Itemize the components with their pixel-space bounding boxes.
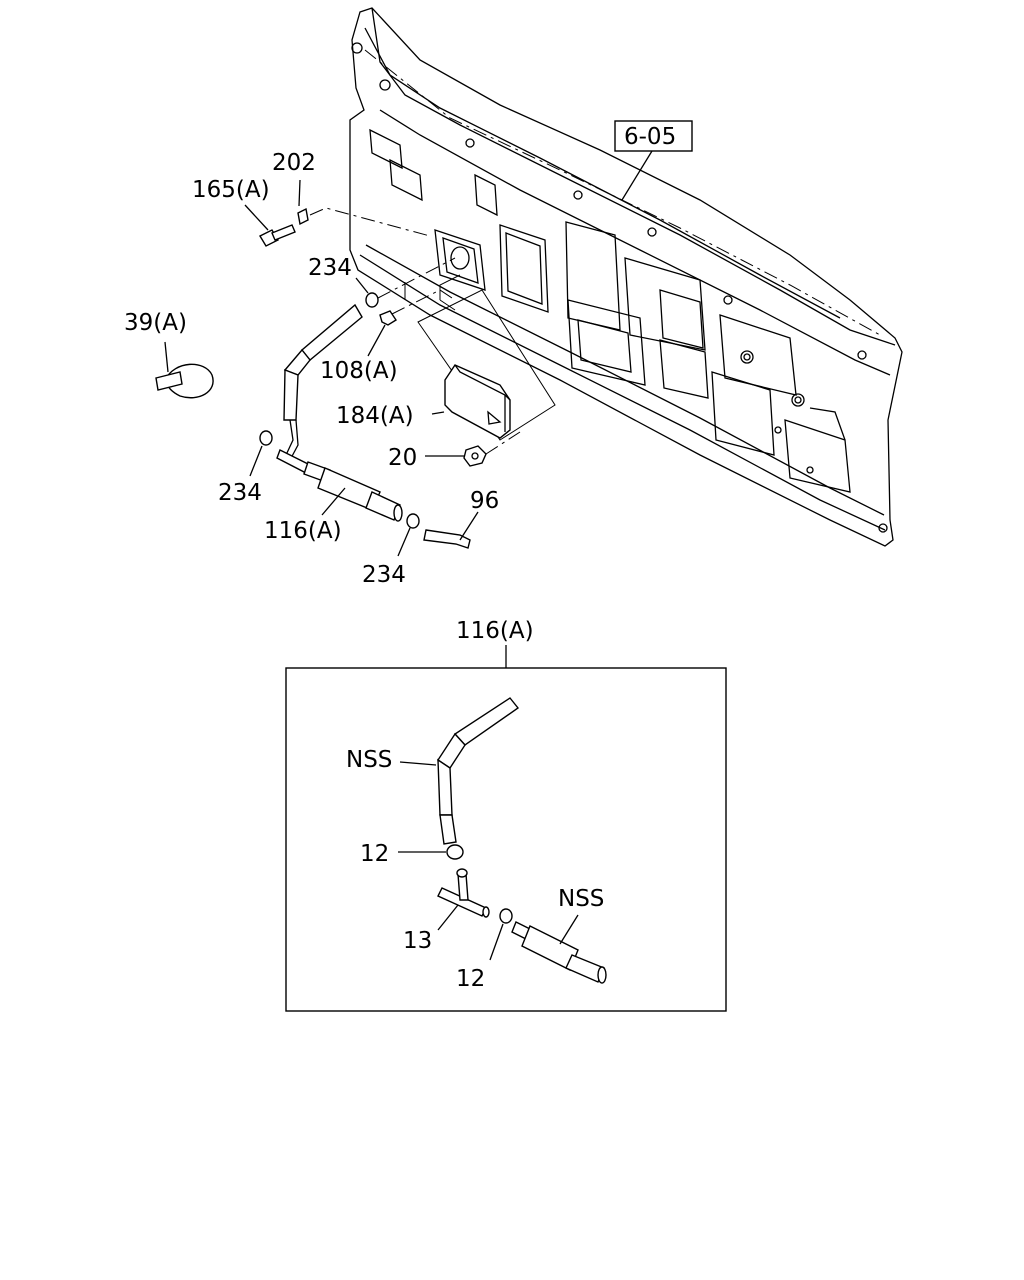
- label-234-top: 234: [308, 255, 352, 281]
- detail-label-12-bottom: 12: [456, 966, 485, 992]
- ref-box-leader: [621, 150, 653, 201]
- detail-box: [285, 667, 727, 1012]
- clamp-234-bottom: [397, 513, 420, 557]
- detail-label-13: 13: [403, 928, 432, 954]
- label-108a: 108(A): [320, 358, 398, 384]
- detail-nss-pipe: [511, 914, 607, 984]
- detail-clamp-12-top: [398, 844, 464, 860]
- heater-hose: [283, 303, 363, 461]
- detail-label-12-top: 12: [360, 841, 389, 867]
- label-234-bottom: 234: [362, 562, 406, 588]
- bracket-184a: [417, 274, 556, 441]
- ref-box-frame: [614, 120, 693, 152]
- label-20: 20: [388, 445, 417, 471]
- detail-nss-hose: [399, 697, 520, 845]
- label-184a: 184(A): [336, 403, 414, 429]
- washer-202: [297, 179, 431, 237]
- dash-panel: [349, 7, 903, 547]
- label-116a-top: 116(A): [264, 518, 342, 544]
- detail-title: 116(A): [456, 618, 534, 644]
- ref-box-label: 6-05: [624, 124, 676, 150]
- detail-pipe-13: [437, 868, 490, 931]
- label-39a: 39(A): [124, 310, 187, 336]
- clamp-234-left: [249, 430, 273, 477]
- clamp-234-top: [355, 257, 456, 308]
- nut-20: [425, 431, 521, 467]
- label-165a: 165(A): [192, 177, 270, 203]
- nut-108a: [367, 282, 456, 357]
- label-96: 96: [470, 488, 499, 514]
- detail-label-nss-hose: NSS: [346, 747, 392, 773]
- pipe-116a: [276, 449, 403, 522]
- hose-96: [423, 511, 479, 549]
- detail-clamp-12-bottom: [489, 908, 513, 961]
- label-202: 202: [272, 150, 316, 176]
- clip-39a: [155, 341, 214, 399]
- detail-label-nss-pipe: NSS: [558, 886, 604, 912]
- label-234-left: 234: [218, 480, 262, 506]
- bolt-165a: [244, 204, 296, 247]
